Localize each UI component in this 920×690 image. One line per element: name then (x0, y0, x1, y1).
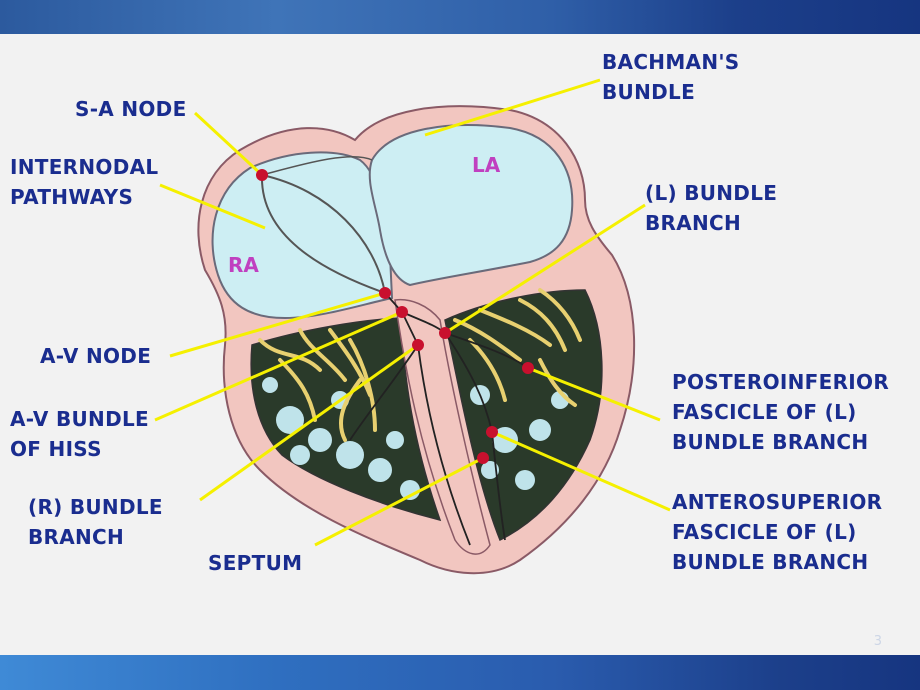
label-posteroinferior-fascicle: POSTEROINFERIOR FASCICLE OF (L) BUNDLE B… (672, 367, 889, 457)
label-l-bundle-branch: (L) BUNDLE BRANCH (645, 178, 777, 238)
label-bachmans-bundle: BACHMAN'S BUNDLE (602, 47, 740, 107)
anterosuperior-dot (486, 426, 498, 438)
label-anterosuperior-fascicle: ANTEROSUPERIOR FASCICLE OF (L) BUNDLE BR… (672, 487, 882, 577)
la-label: LA (472, 153, 501, 177)
conduction-nodes (256, 169, 534, 464)
av-bundle-text-2: OF HISS (10, 437, 102, 461)
septum (394, 298, 491, 555)
label-av-node: A-V NODE (40, 341, 151, 371)
posteroinferior-text-1: POSTEROINFERIOR (672, 370, 890, 394)
l-bundle-text-2: BRANCH (645, 211, 742, 235)
r-bundle-text-2: BRANCH (28, 525, 125, 549)
septum-text: SEPTUM (208, 551, 303, 575)
posteroinferior-text-3: BUNDLE BRANCH (672, 430, 869, 454)
left-atrium (368, 124, 574, 287)
bottom-banner (0, 655, 920, 690)
septum-dot (477, 452, 489, 464)
posteroinferior-dot (522, 362, 534, 374)
l-bundle-text-1: (L) BUNDLE (645, 181, 778, 205)
sa-node-text: S-A NODE (75, 97, 187, 121)
ra-label: RA (228, 253, 259, 277)
label-av-bundle: A-V BUNDLE OF HISS (10, 404, 149, 464)
right-atrium (211, 151, 394, 320)
l-bundle-dot (439, 327, 451, 339)
right-ventricle (250, 317, 442, 522)
top-banner (0, 0, 920, 34)
label-sa-node: S-A NODE (75, 94, 187, 124)
av-node-text: A-V NODE (40, 344, 152, 368)
bundle-of-his-dot (396, 306, 408, 318)
r-bundle-dot (412, 339, 424, 351)
r-bundle-text-1: (R) BUNDLE (28, 495, 163, 519)
av-bundle-text-1: A-V BUNDLE (10, 407, 149, 431)
leader-lines (154, 78, 671, 547)
av-node-dot (379, 287, 391, 299)
bachman-text-2: BUNDLE (602, 80, 696, 104)
sa-node-dot (256, 169, 268, 181)
label-r-bundle-branch: (R) BUNDLE BRANCH (28, 492, 163, 552)
anterosuperior-text-1: ANTEROSUPERIOR (672, 490, 883, 514)
anterosuperior-text-3: BUNDLE BRANCH (672, 550, 869, 574)
label-septum: SEPTUM (208, 548, 302, 578)
internodal-text-1: INTERNODAL (10, 155, 159, 179)
posteroinferior-text-2: FASCICLE OF (L) (672, 400, 857, 424)
internodal-text-2: PATHWAYS (10, 185, 134, 209)
anterosuperior-text-2: FASCICLE OF (L) (672, 520, 857, 544)
left-ventricle (444, 289, 603, 542)
page-number: 3 (873, 634, 882, 649)
label-internodal-pathways: INTERNODAL PATHWAYS (10, 152, 158, 212)
ventricle-texture (262, 377, 569, 500)
bachman-text-1: BACHMAN'S (602, 50, 740, 74)
